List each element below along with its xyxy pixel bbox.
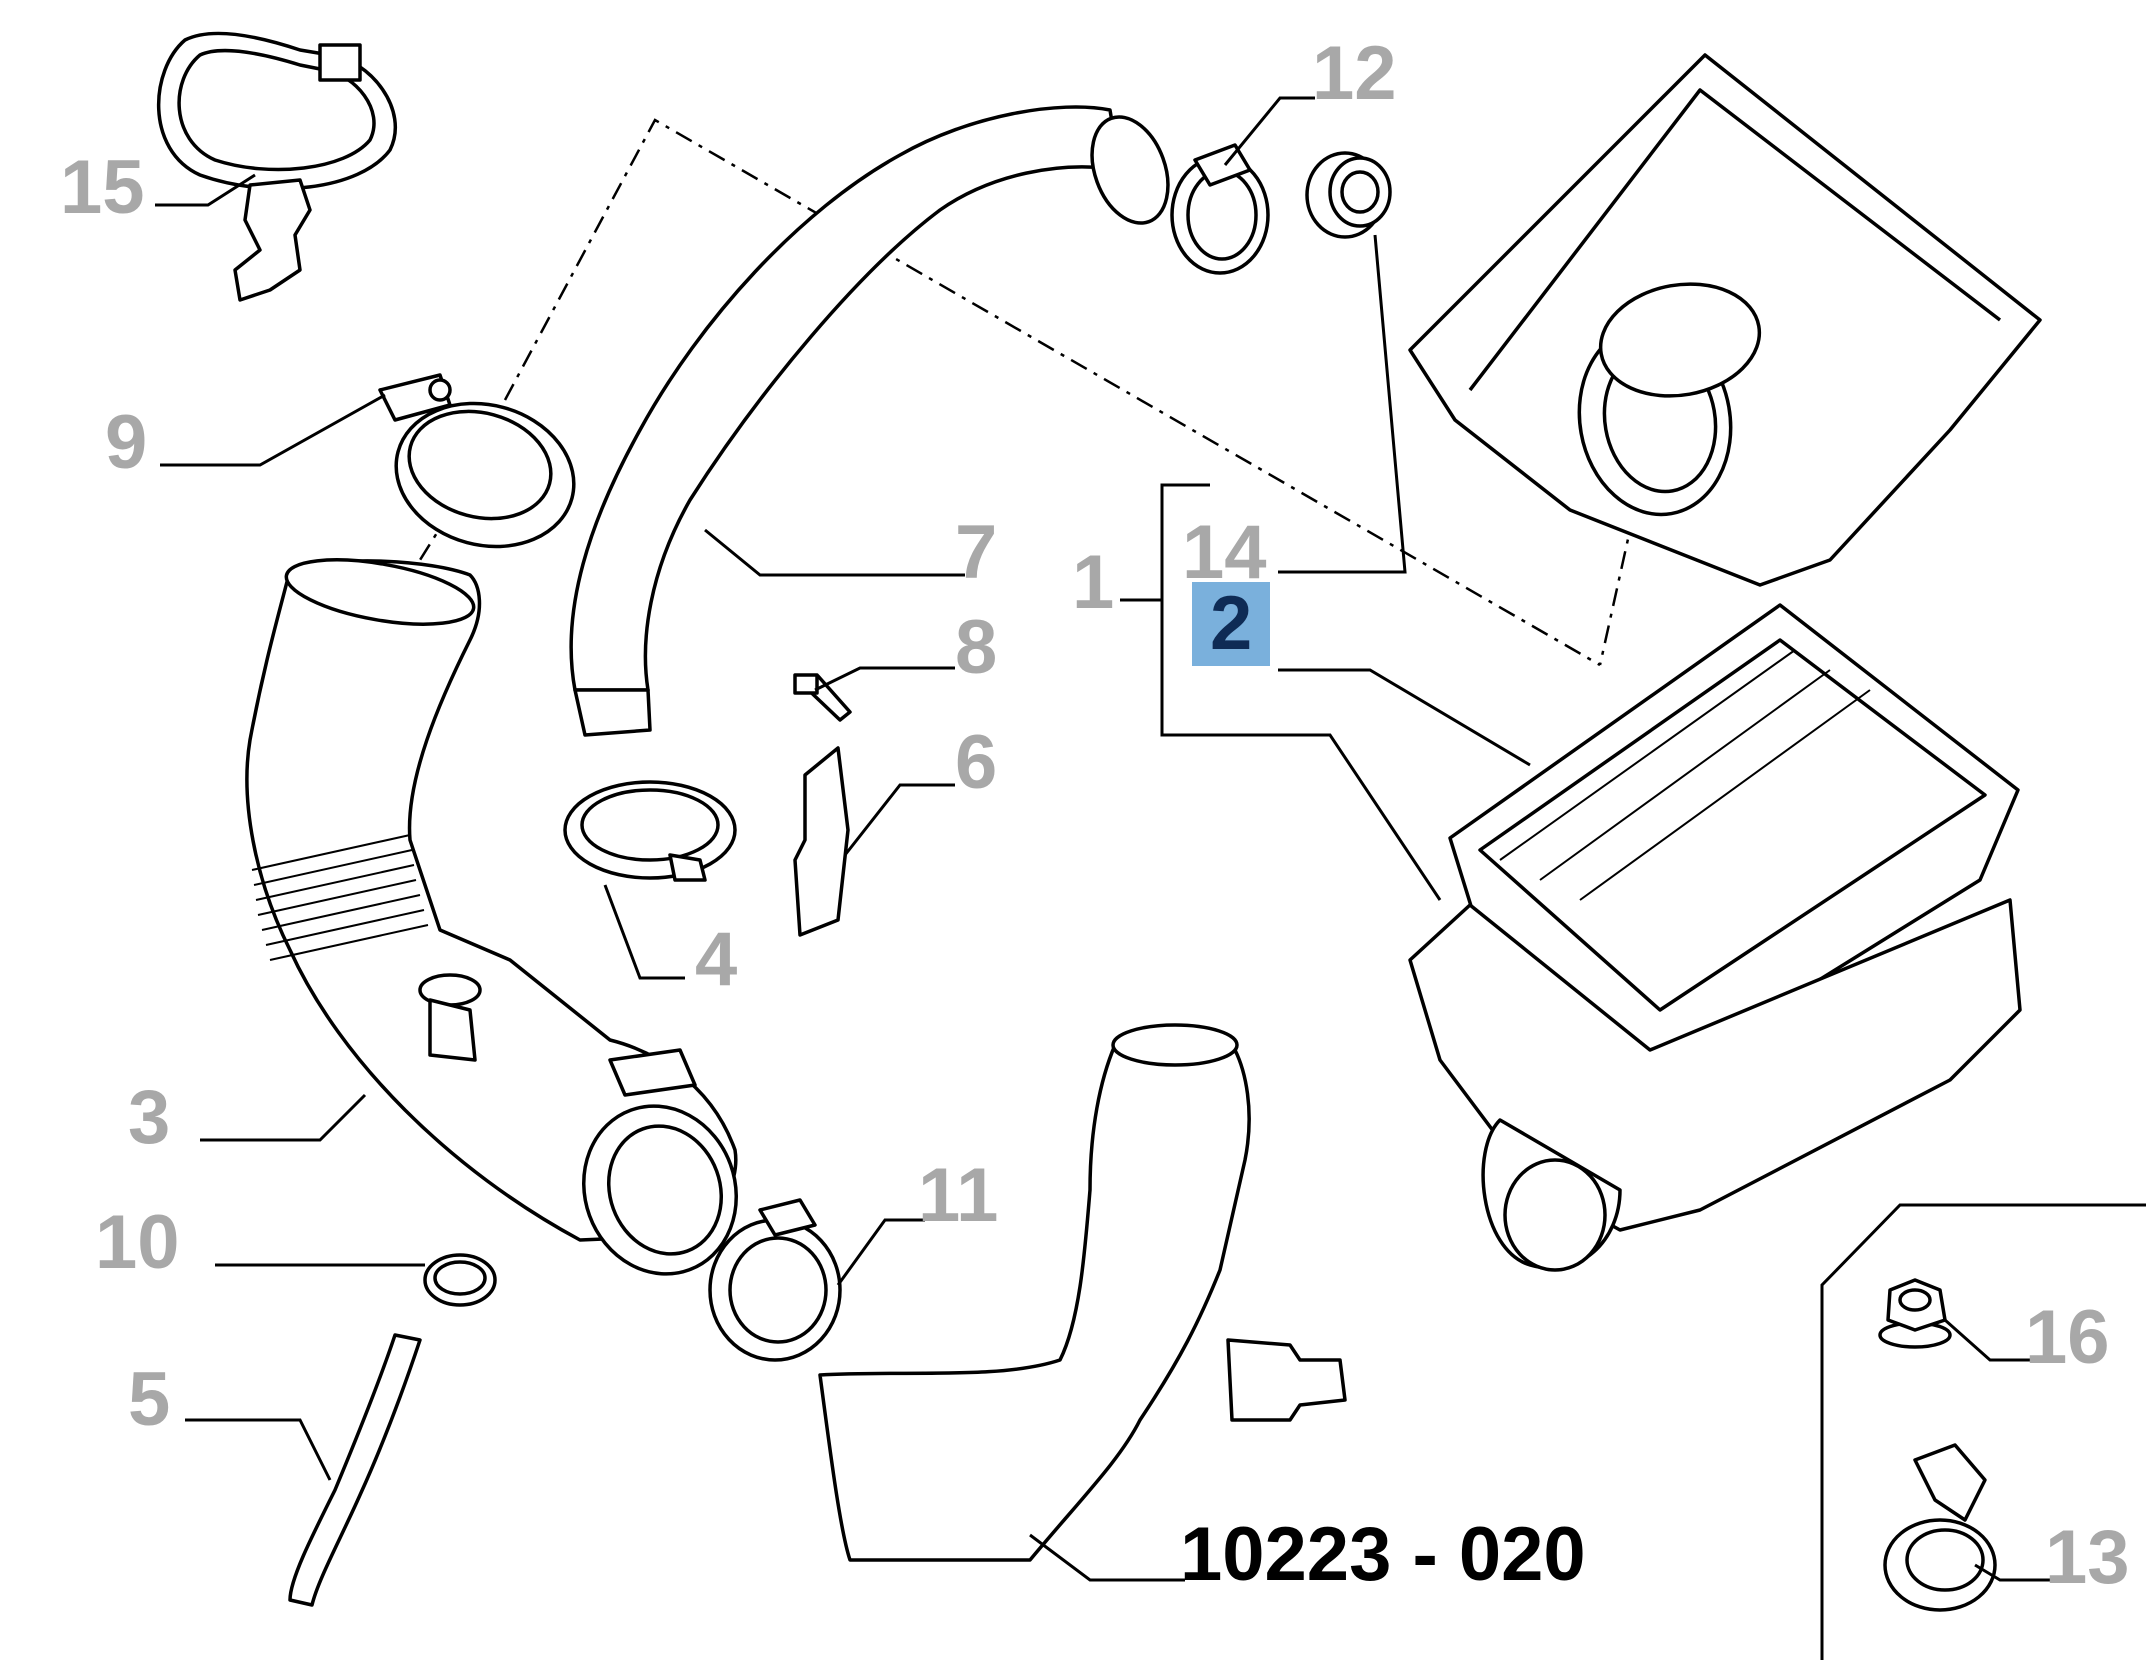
leader-5 xyxy=(185,1418,332,1481)
callout-14[interactable]: 14 xyxy=(1182,510,1267,595)
leader-16 xyxy=(1944,1318,2035,1362)
leader-8 xyxy=(814,666,955,692)
assembly-line-a xyxy=(503,118,1601,667)
leader-7 xyxy=(704,528,965,577)
part-5-small-hose[interactable] xyxy=(288,1333,422,1607)
part-15-clamp-strap[interactable] xyxy=(157,31,397,302)
callout-1[interactable]: 1 xyxy=(1072,540,1115,625)
leader-11 xyxy=(836,1218,925,1286)
leader-refcode xyxy=(1029,1533,1185,1582)
part-11-hose-clamp[interactable] xyxy=(708,1198,842,1362)
part-4-hose-clamp[interactable] xyxy=(563,780,737,882)
inset-border xyxy=(1820,1203,2146,1660)
callout-7[interactable]: 7 xyxy=(955,510,998,595)
callout-15[interactable]: 15 xyxy=(60,145,145,230)
callout-3[interactable]: 3 xyxy=(128,1075,171,1160)
callout-2[interactable]: 2 xyxy=(1192,582,1271,666)
leader-14 xyxy=(1278,234,1407,574)
reference-code: 10223 - 020 xyxy=(1180,1512,1586,1597)
leader-1 xyxy=(1120,483,1442,901)
part-8-bolt[interactable] xyxy=(793,673,852,722)
callout-11[interactable]: 11 xyxy=(918,1153,999,1238)
part-elbow-hose[interactable] xyxy=(818,1023,1347,1562)
leader-13 xyxy=(1974,1563,2055,1582)
part-3-intake-duct[interactable] xyxy=(245,548,760,1296)
callout-16[interactable]: 16 xyxy=(2025,1295,2110,1380)
part-7-hose[interactable] xyxy=(569,105,1182,737)
part-2-air-filter[interactable] xyxy=(1448,603,2020,1087)
callout-5[interactable]: 5 xyxy=(128,1357,171,1442)
part-10-small-clamp[interactable] xyxy=(423,1253,497,1307)
callout-6[interactable]: 6 xyxy=(955,720,998,805)
leader-12 xyxy=(1223,96,1315,166)
part-1-airbox-base[interactable] xyxy=(1408,898,2022,1272)
callout-13[interactable]: 13 xyxy=(2045,1515,2130,1600)
part-14-grommet[interactable] xyxy=(1305,151,1392,239)
part-9-hose-clamp[interactable] xyxy=(378,373,590,566)
leader-3 xyxy=(200,1093,367,1142)
leader-2 xyxy=(1278,668,1531,767)
callout-10[interactable]: 10 xyxy=(95,1200,180,1285)
leader-15 xyxy=(155,173,256,207)
part-13-clip[interactable] xyxy=(1883,1443,1997,1612)
part-12-small-clamp[interactable] xyxy=(1170,143,1270,275)
part-1-airbox-cover[interactable] xyxy=(1408,53,2042,587)
callout-8[interactable]: 8 xyxy=(955,605,998,690)
callout-12[interactable]: 12 xyxy=(1312,31,1397,116)
part-6-bracket[interactable] xyxy=(793,746,850,937)
leader-4 xyxy=(603,884,685,980)
leader-6 xyxy=(843,783,955,856)
callout-4[interactable]: 4 xyxy=(695,917,738,1002)
part-16-flange-nut[interactable] xyxy=(1878,1278,1952,1349)
leader-9 xyxy=(160,393,386,467)
callout-9[interactable]: 9 xyxy=(105,400,148,485)
